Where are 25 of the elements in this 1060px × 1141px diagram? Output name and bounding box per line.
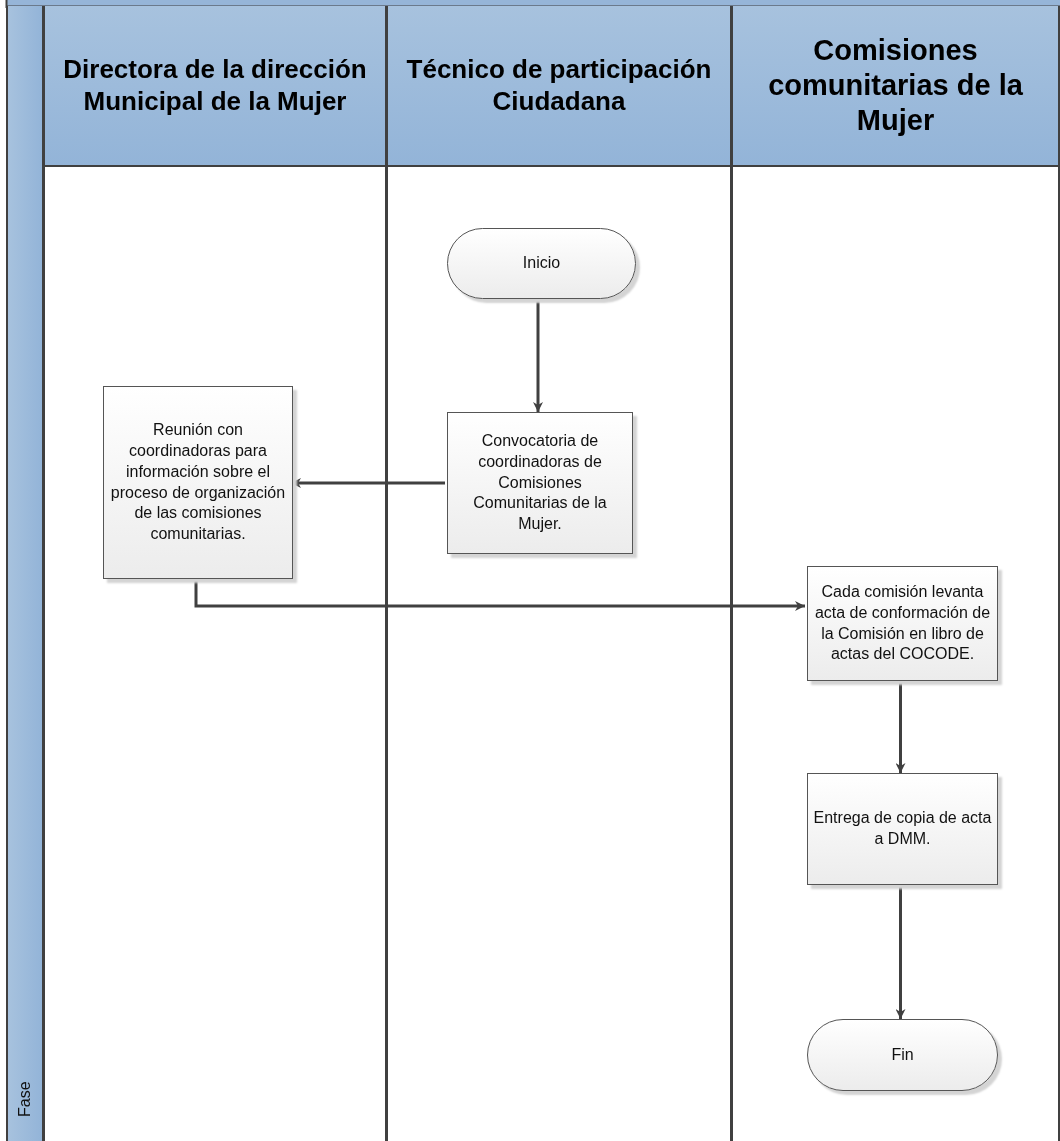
swimlane [386,6,732,1141]
terminator-pill [807,1019,998,1091]
step-text: Cada comisión levanta acta de conformación de la Comisión en libro de actas del COCODE. [813,581,992,665]
arrow [895,885,906,1019]
process-box [807,566,998,681]
step-text: Convocatoria de coordinadoras de Comisiones Comunitarias de la Mujer. [472,431,608,535]
process-box [103,386,293,579]
step-text: Fin [890,1044,915,1065]
step-text: Inicio [521,253,562,274]
swimlane [731,6,1060,1141]
lane-title: Directora de la dirección Municipal de la Mujer [62,54,368,117]
phase-band [6,6,44,1141]
arrow [895,681,906,773]
lane-title: Técnico de participación Ciudadana [405,54,713,117]
terminator-pill [447,228,636,299]
arrow [291,478,445,488]
arrow [194,579,805,611]
lane-title: Comisiones comunitarias de la Mujer [767,33,1024,138]
process-box [447,412,633,554]
step-text: Reunión con coordinadoras para información sobre el proceso de organización de las comisiones comunitarias. [109,420,287,545]
swimlane [43,6,387,1141]
step-text: Entrega de copia de acta a DMM. [812,808,993,849]
process-box [807,773,998,885]
arrow [533,299,543,412]
phase-label: Fase [16,1081,34,1117]
